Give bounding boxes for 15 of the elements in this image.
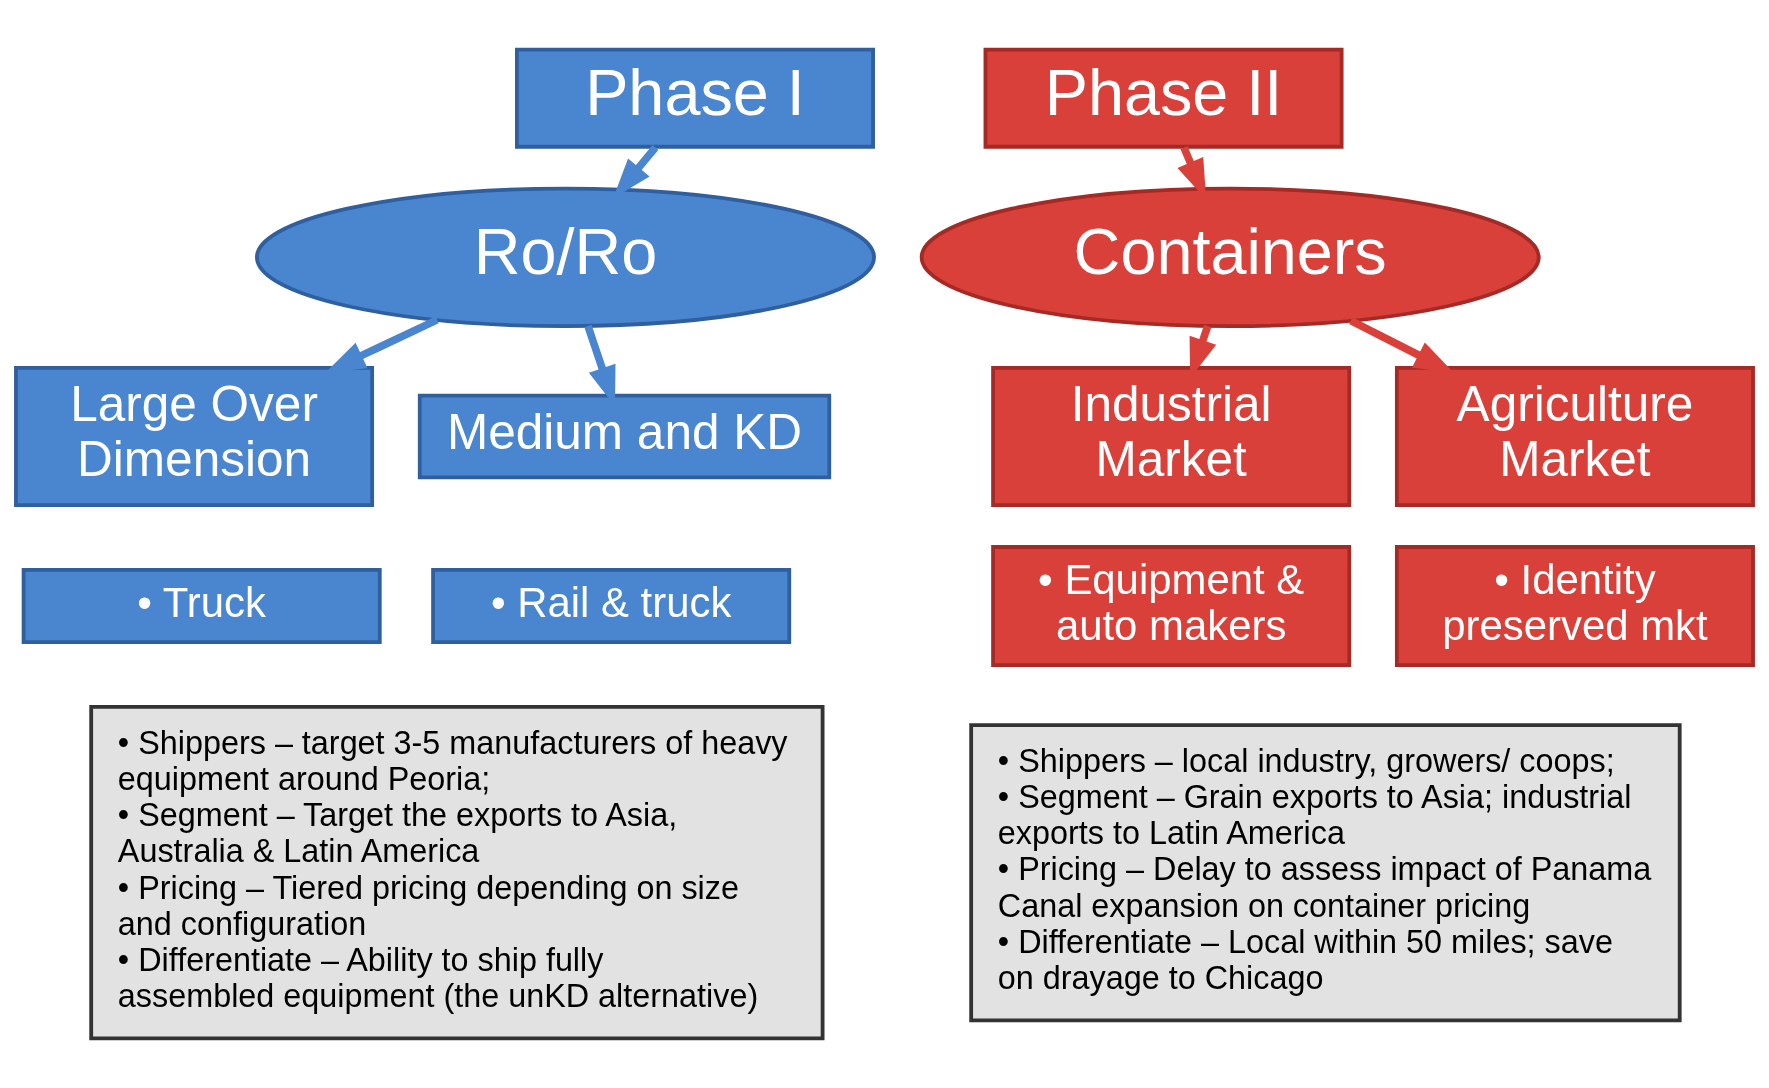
node-box: • Equipment & auto makers — [991, 545, 1352, 667]
node-ellipse: Ro/Ro — [255, 186, 876, 329]
node-box: • Identity preserved mkt — [1394, 545, 1755, 667]
arrow — [325, 316, 439, 373]
node-box: Medium and KD — [417, 393, 832, 480]
node-box: Phase II — [983, 47, 1344, 149]
node-ellipse: Containers — [919, 186, 1541, 329]
node-box: • Truck — [21, 567, 382, 645]
node-box: Agriculture Market — [1394, 366, 1755, 507]
node-box: Industrial Market — [991, 366, 1352, 507]
node-box: Phase I — [515, 47, 875, 149]
node-box: • Shippers – local industry, growers/ coops; • Segment – Grain exports to Asia; industrial exports to Latin America • Pricing – Delay to assess impact of Panama Canal expansion on container pricing • Differentiate – Local within 50 miles; save on drayage to Chicago — [969, 723, 1682, 1023]
node-box: Large Over Dimension — [14, 366, 375, 507]
node-box: • Shippers – target 3-5 manufacturers of heavy equipment around Peoria; • Segment – Target the exports to Asia, Australia & Latin America • Pricing – Tiered pricing depending on size and configuration • Differentiate – Ability to ship fully assembled equipment (the unKD alternative) — [89, 705, 825, 1041]
node-box: • Rail & truck — [431, 567, 792, 645]
